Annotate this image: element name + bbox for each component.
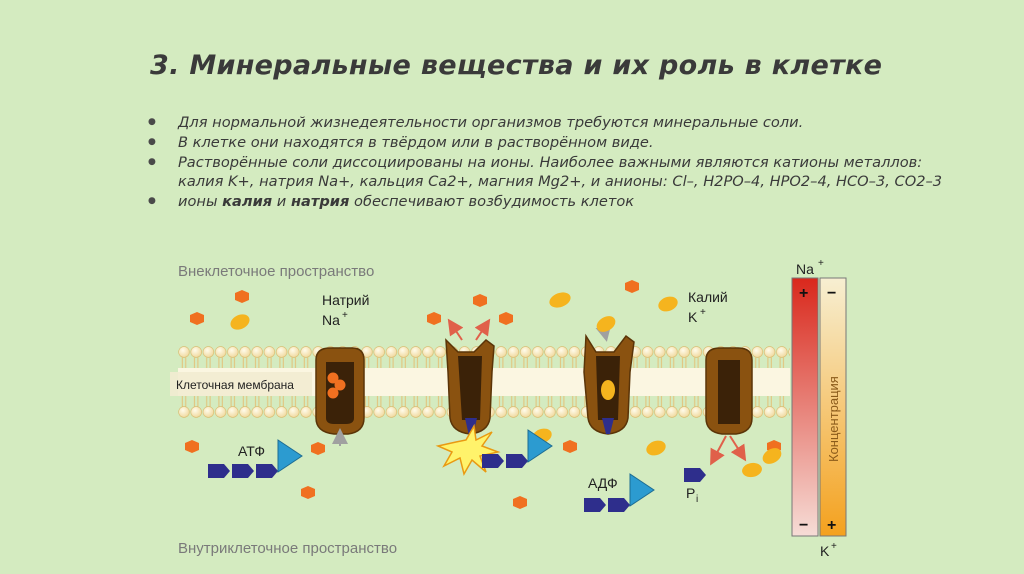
adp-label: АДФ: [588, 475, 618, 491]
atp-label: АТФ: [238, 443, 265, 459]
sodium-label: Натрий: [322, 292, 369, 308]
gradient-bottom-label: K: [820, 543, 830, 559]
atp-bound: [482, 429, 553, 468]
potassium-ion: [646, 440, 666, 456]
bullet-text: Для нормальной жизнедеятельности организ…: [178, 114, 804, 131]
bullet-item: Для нормальной жизнедеятельности организ…: [148, 113, 948, 133]
sodium-ion: [235, 290, 249, 303]
minus-sign-na: −: [799, 517, 808, 534]
potassium-label: Калий: [688, 289, 728, 305]
potassium-ion: [230, 314, 250, 330]
sodium-ion: [427, 312, 441, 325]
plus-sign-k: +: [827, 517, 836, 534]
sodium-ion: [625, 280, 639, 293]
slide-title: 3. Минеральные вещества и их роль в клет…: [150, 50, 883, 81]
potassium-ion: [601, 380, 615, 400]
concentration-label: Концентрация: [826, 376, 841, 462]
sodium-gradient-bar: [791, 277, 819, 537]
membrane-label: Клеточная мембрана: [176, 378, 294, 392]
potassium-ion: [549, 292, 571, 308]
sodium-ion: [513, 496, 527, 509]
bullet-item: В клетке они находятся в твёрдом или в р…: [148, 133, 948, 153]
bullet-item: Растворённые соли диссоциированы на ионы…: [148, 153, 948, 193]
potassium-ion: [762, 448, 782, 464]
sodium-ion: [327, 372, 339, 384]
potassium-gradient-bar: [819, 277, 847, 537]
potassium-pump: [583, 319, 635, 435]
potassium-ion: [596, 316, 616, 332]
minus-sign-k: −: [827, 285, 836, 302]
potassium-ion: [742, 462, 762, 478]
bullet-text-mid: и: [272, 193, 291, 211]
sodium-ion: [499, 312, 513, 325]
bullet-item: ионы калия и натрия обеспечивают возбуди…: [148, 192, 948, 212]
membrane-label-box: [170, 372, 312, 396]
sodium-ion: [190, 312, 204, 325]
sodium-ion: [327, 387, 339, 399]
sodium-pump-2: [435, 318, 501, 476]
gradient-top-charge: +: [818, 258, 824, 269]
potassium-symbol: K: [688, 309, 698, 325]
pump-release: [705, 347, 753, 466]
sodium-ion: [334, 379, 346, 391]
gradient-top-label: Na: [796, 261, 814, 277]
potassium-ion: [658, 296, 678, 312]
pi-subscript: i: [696, 494, 698, 505]
atp-molecule: [208, 439, 303, 478]
sodium-pump-1: [315, 347, 365, 446]
sodium-ion: [311, 442, 325, 455]
pi-label: P: [686, 485, 695, 501]
sodium-ion: [473, 294, 487, 307]
sodium-ion: [185, 440, 199, 453]
gradient-bottom-charge: +: [831, 541, 837, 552]
sodium-symbol: Na: [322, 312, 340, 328]
sodium-ion: [563, 440, 577, 453]
bullet-text: В клетке они находятся в твёрдом или в р…: [178, 133, 654, 151]
adp-molecule: [584, 473, 655, 512]
intracellular-label: Внутриклеточное пространство: [178, 540, 397, 557]
bullet-text: Растворённые соли диссоциированы на ионы…: [178, 153, 943, 191]
bullet-text-pre: ионы: [178, 193, 223, 211]
concentration-gradient: [791, 277, 847, 537]
bullet-bold-sodium: натрия: [290, 193, 350, 211]
bullet-bold-potassium: калия: [222, 193, 273, 211]
sodium-ions: [185, 280, 781, 509]
atp-burst-icon: [435, 423, 501, 476]
bullet-text-post: обеспечивают возбудимость клеток: [349, 193, 635, 211]
sodium-ion: [301, 486, 315, 499]
potassium-charge: +: [700, 307, 706, 318]
extracellular-label: Внеклеточное пространство: [178, 263, 374, 280]
sodium-charge: +: [342, 310, 348, 321]
bullet-list: Для нормальной жизнедеятельности организ…: [148, 113, 948, 212]
phosphate-icon: [684, 468, 706, 482]
plus-sign-na: +: [799, 285, 808, 302]
